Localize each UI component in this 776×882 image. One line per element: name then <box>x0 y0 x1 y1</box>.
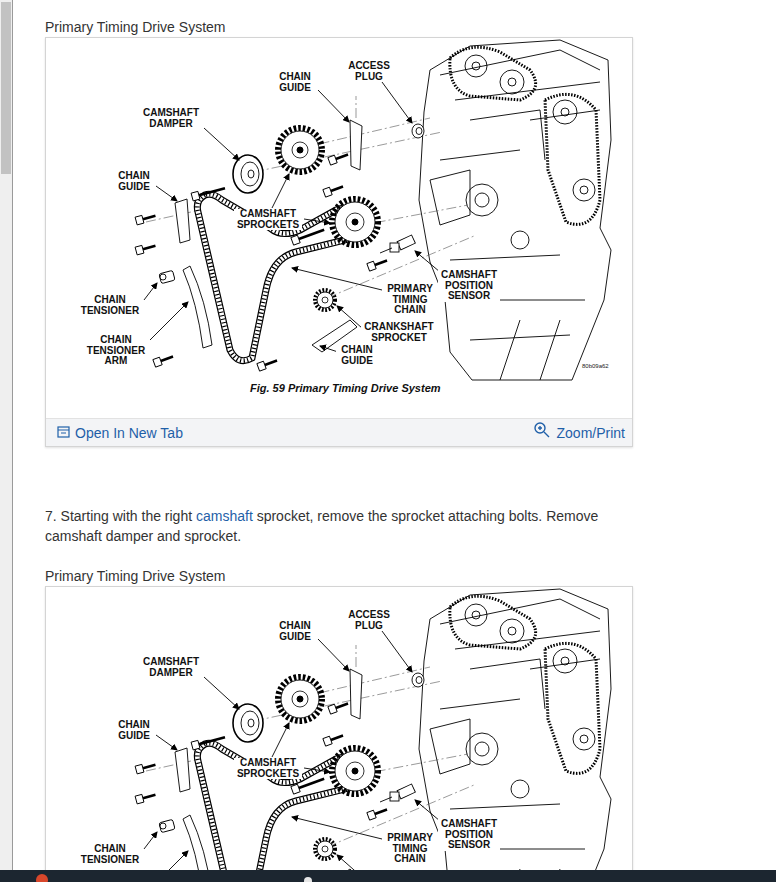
part-label: CHAIN GUIDE <box>336 345 378 366</box>
open-tab-icon <box>58 427 69 437</box>
part-label: CAMSHAFT SPROCKETS <box>234 758 302 779</box>
open-tab-link: Open In New Tab <box>75 425 183 441</box>
figure-caption: Fig. 59 Primary Timing Drive System <box>250 382 441 395</box>
taskbar <box>0 870 776 882</box>
timing-drive-illustration <box>135 40 611 380</box>
taskbar-icon <box>36 874 48 882</box>
part-label: PRIMARY TIMING CHAIN <box>384 833 436 865</box>
part-label: CHAIN TENSIONER <box>78 295 142 316</box>
part-label: ACCESS PLUG <box>344 61 394 82</box>
part-label: CHAIN TENSIONER ARM <box>84 335 148 367</box>
part-label: CHAIN GUIDE <box>274 621 316 642</box>
part-label: CAMSHAFT POSITION SENSOR <box>438 819 500 851</box>
part-label: PRIMARY TIMING CHAIN <box>384 284 436 316</box>
part-label: CAMSHAFT POSITION SENSOR <box>438 270 500 302</box>
figure-heading: Primary Timing Drive System <box>45 19 225 35</box>
part-label: CAMSHAFT DAMPER <box>140 108 202 129</box>
part-label: CHAIN GUIDE <box>113 171 155 192</box>
timing-drive-illustration <box>135 589 611 870</box>
part-label: CHAIN TENSIONER <box>78 844 142 865</box>
part-label: CAMSHAFT SPROCKETS <box>234 209 302 230</box>
figure-heading: Primary Timing Drive System <box>45 568 225 584</box>
part-label: CAMSHAFT DAMPER <box>140 657 202 678</box>
part-label: CHAIN GUIDE <box>274 72 316 93</box>
zoom-print-link: Zoom/Print <box>557 425 625 441</box>
zoom-icon <box>535 423 549 437</box>
part-label: CRANKSHAFT SPROCKET <box>361 322 437 343</box>
part-label: CHAIN GUIDE <box>113 720 155 741</box>
figure-id: 80b09a62 <box>582 363 609 370</box>
taskbar-dot <box>304 877 312 882</box>
step-text: 7. Starting with the right <box>45 508 192 524</box>
scrollbar-thumb <box>1 2 11 174</box>
step-paragraph: 7. Starting with the right camshaft spro… <box>45 506 621 546</box>
term-link: camshaft <box>196 508 253 524</box>
part-label: ACCESS PLUG <box>344 610 394 631</box>
